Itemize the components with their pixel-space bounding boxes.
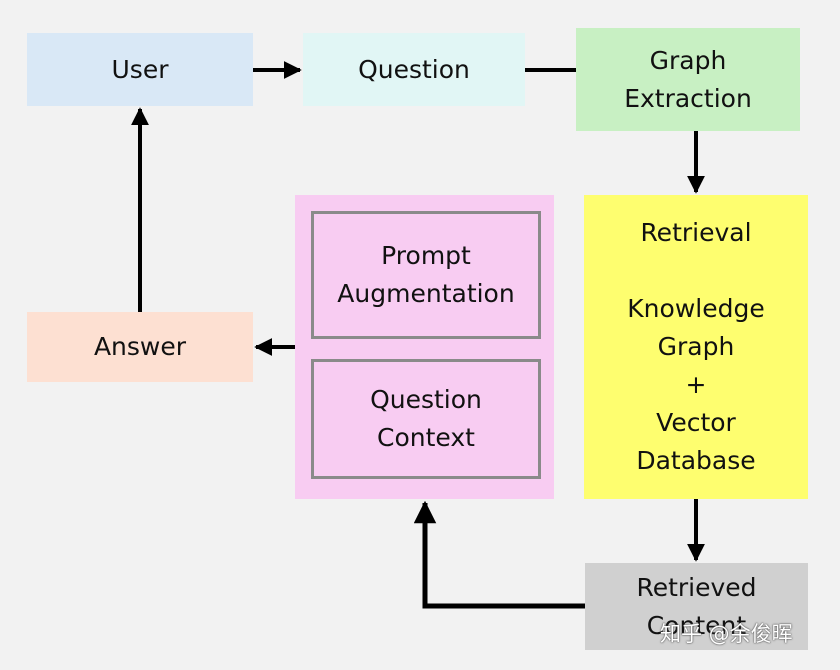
prompt-augmentation-box: Prompt Augmentation	[311, 211, 541, 339]
user-label: User	[111, 54, 169, 84]
graph-extraction-label-line2: Extraction	[624, 83, 752, 113]
graph-extraction-label-line1: Graph	[649, 45, 727, 75]
arrow-retrieved-content-to-question-context	[413, 500, 585, 609]
prompt-augmentation-label-line1: Prompt	[381, 241, 471, 270]
vector-label: Vector	[656, 408, 736, 437]
question-node: Question	[303, 33, 525, 106]
question-context-label-line2: Context	[377, 423, 475, 452]
knowledge-label: Knowledge	[627, 294, 765, 323]
augmentation-panel: Prompt Augmentation Question Context	[295, 195, 554, 499]
user-node: User	[27, 33, 253, 106]
retrieved-content-label-line2: Content	[646, 610, 747, 640]
graph-label: Graph	[657, 332, 735, 361]
retrieval-node: Retrieval Knowledge Graph + Vector Datab…	[584, 195, 808, 499]
retrieved-content-label-line1: Retrieved	[636, 572, 757, 602]
question-label: Question	[358, 54, 470, 84]
answer-label: Answer	[93, 332, 187, 361]
question-context-box: Question Context	[311, 359, 541, 479]
answer-node: Answer	[27, 312, 253, 382]
watermark-text: 知乎 @余俊晖	[660, 622, 793, 646]
prompt-augmentation-label-line2: Augmentation	[337, 279, 515, 308]
retrieval-label: Retrieval	[640, 218, 752, 247]
plus-label: +	[685, 370, 707, 399]
question-context-label-line1: Question	[370, 385, 482, 414]
database-label: Database	[636, 446, 756, 475]
graph-extraction-node: Graph Extraction	[576, 28, 800, 131]
retrieved-content-node: Retrieved Content	[585, 563, 808, 650]
